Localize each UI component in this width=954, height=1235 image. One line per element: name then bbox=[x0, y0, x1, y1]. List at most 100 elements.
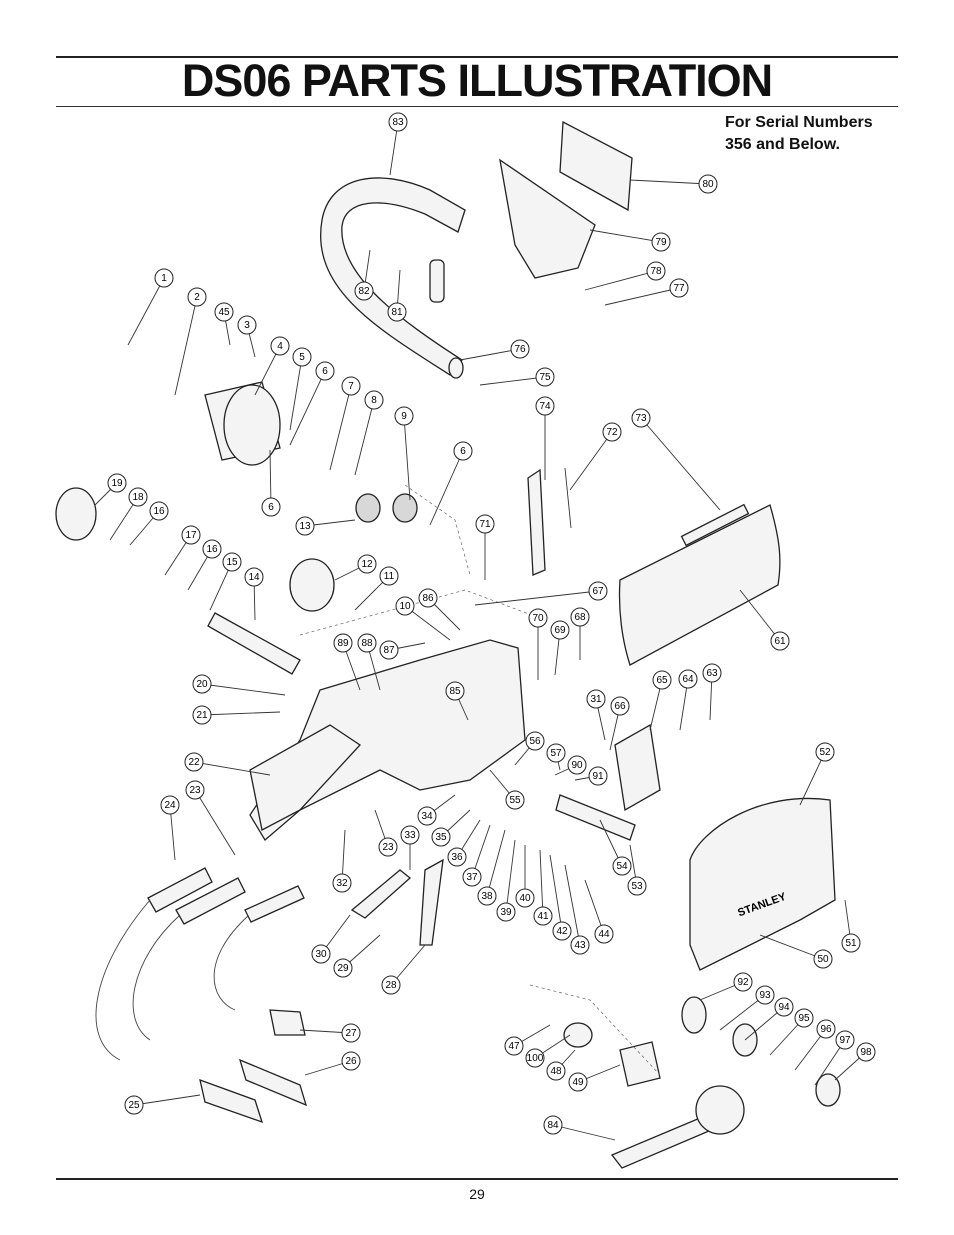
callout-leader bbox=[403, 415, 411, 501]
callout-number: 83 bbox=[392, 117, 404, 128]
callout-16: 16 bbox=[187, 539, 222, 591]
callout-19: 19 bbox=[94, 473, 127, 506]
callout-number: 3 bbox=[244, 320, 250, 331]
callout-leader bbox=[193, 761, 271, 776]
callout-86: 86 bbox=[418, 588, 461, 631]
callout-leader bbox=[289, 356, 303, 431]
callout-circle bbox=[651, 232, 671, 252]
callout-circle bbox=[388, 112, 408, 132]
handle-bracket bbox=[429, 259, 445, 303]
callout-circle bbox=[702, 663, 722, 683]
callout-74: 74 bbox=[535, 396, 555, 480]
callout-17: 17 bbox=[164, 525, 201, 576]
callout-circle bbox=[588, 581, 608, 601]
callout-93: 93 bbox=[719, 985, 775, 1031]
callout-number: 70 bbox=[532, 613, 544, 624]
callout-number: 97 bbox=[839, 1035, 851, 1046]
callout-number: 90 bbox=[571, 760, 583, 771]
callout-circle bbox=[149, 501, 169, 521]
callout-number: 82 bbox=[358, 286, 370, 297]
callout-circle bbox=[835, 1030, 855, 1050]
callout-number: 20 bbox=[196, 679, 208, 690]
callout-57: 57 bbox=[546, 743, 566, 771]
callout-number: 2 bbox=[194, 292, 200, 303]
callout-circle bbox=[154, 268, 174, 288]
callout-75: 75 bbox=[479, 367, 555, 387]
callout-circle bbox=[567, 755, 587, 775]
callout-circle bbox=[462, 867, 482, 887]
callout-23: 23 bbox=[185, 780, 236, 856]
callout-number: 81 bbox=[391, 307, 403, 318]
callout-21: 21 bbox=[192, 705, 281, 725]
callout-number: 100 bbox=[527, 1053, 544, 1064]
callout-23: 23 bbox=[374, 809, 398, 857]
callout-circle bbox=[475, 514, 495, 534]
callout-76: 76 bbox=[459, 339, 530, 361]
callout-96: 96 bbox=[794, 1019, 836, 1071]
callout-47: 47 bbox=[504, 1024, 551, 1056]
callout-number: 96 bbox=[820, 1024, 832, 1035]
callout-circle bbox=[341, 376, 361, 396]
callout-circle bbox=[733, 972, 753, 992]
callout-49: 49 bbox=[568, 1064, 621, 1092]
callout-leader bbox=[629, 179, 709, 185]
callout-number: 38 bbox=[481, 891, 493, 902]
callout-number: 35 bbox=[435, 832, 447, 843]
callout-45: 45 bbox=[214, 302, 234, 346]
callout-number: 23 bbox=[189, 785, 201, 796]
callout-97: 97 bbox=[814, 1030, 855, 1086]
callout-leader bbox=[459, 348, 521, 361]
callout-81: 81 bbox=[387, 269, 407, 322]
coupler-26 bbox=[238, 1058, 308, 1107]
page-title: DS06 PARTS ILLUSTRATION bbox=[181, 55, 773, 106]
callout-number: 85 bbox=[449, 686, 461, 697]
callout-number: 78 bbox=[650, 266, 662, 277]
callout-circle bbox=[594, 924, 614, 944]
retaining-ring-98 bbox=[815, 1073, 841, 1107]
callout-circle bbox=[515, 888, 535, 908]
callout-28: 28 bbox=[381, 944, 426, 995]
callout-circle bbox=[610, 696, 630, 716]
callout-circle bbox=[295, 516, 315, 536]
callout-number: 25 bbox=[128, 1100, 140, 1111]
callout-number: 47 bbox=[508, 1041, 520, 1052]
callout-number: 95 bbox=[798, 1013, 810, 1024]
callout-leader bbox=[539, 849, 544, 917]
callout-69: 69 bbox=[550, 620, 570, 676]
callout-circle bbox=[525, 731, 545, 751]
callout-number: 31 bbox=[590, 694, 602, 705]
callout-7: 7 bbox=[329, 376, 361, 471]
callout-32: 32 bbox=[332, 829, 352, 893]
shaft bbox=[555, 794, 636, 841]
callout-number: 49 bbox=[572, 1077, 584, 1088]
callout-circle bbox=[570, 607, 590, 627]
callout-circle bbox=[546, 1061, 566, 1081]
callout-circle bbox=[550, 620, 570, 640]
callout-11: 11 bbox=[354, 566, 399, 611]
gauge bbox=[289, 558, 335, 612]
header-rule-top bbox=[56, 56, 898, 58]
callout-circle bbox=[568, 1072, 588, 1092]
callout-number: 93 bbox=[759, 990, 771, 1001]
callout-circle bbox=[333, 958, 353, 978]
callout-4: 4 bbox=[254, 336, 290, 396]
callout-circle bbox=[813, 949, 833, 969]
callout-leader bbox=[133, 1094, 201, 1106]
callout-70: 70 bbox=[528, 608, 548, 680]
bearing-92 bbox=[681, 996, 707, 1034]
footer-rule bbox=[56, 1178, 898, 1180]
callout-number: 48 bbox=[550, 1066, 562, 1077]
callout-layer: 1234566678910111213141516161718192021222… bbox=[94, 112, 876, 1141]
callout-leader bbox=[505, 839, 516, 913]
callout-circle bbox=[357, 554, 377, 574]
callout-35: 35 bbox=[431, 809, 471, 847]
callout-number: 66 bbox=[614, 701, 626, 712]
hose-line-2 bbox=[132, 914, 181, 1041]
callout-number: 43 bbox=[574, 940, 586, 951]
callout-39: 39 bbox=[496, 839, 516, 922]
callout-85: 85 bbox=[445, 681, 469, 721]
callout-number: 42 bbox=[556, 926, 568, 937]
callout-30: 30 bbox=[311, 914, 351, 964]
callout-circle bbox=[332, 873, 352, 893]
callout-10: 10 bbox=[395, 596, 451, 641]
